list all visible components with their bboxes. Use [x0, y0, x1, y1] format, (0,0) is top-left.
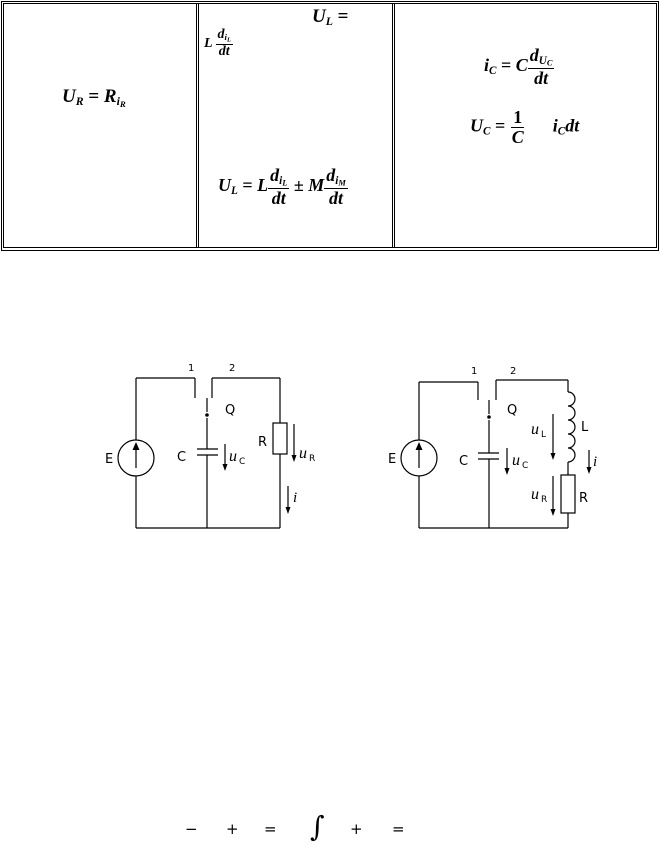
uc-label: u	[512, 452, 520, 469]
minus-sign: −	[185, 820, 198, 838]
ur-label: u	[531, 486, 539, 503]
resistor-voltage-formula: UR = RiR	[62, 86, 126, 109]
resistor-r-label: R	[579, 491, 588, 506]
resistor-r-label: R	[258, 435, 267, 450]
current-i-label: i	[593, 454, 597, 470]
ul-label: u	[531, 421, 539, 438]
inductor-voltage-lhs: UL =	[312, 6, 349, 28]
uc-label: u	[229, 448, 237, 465]
equals-sign: =	[264, 820, 277, 838]
rc-circuit-diagram: 1 2 Q E C u C R u R i	[105, 363, 315, 529]
switch-q-label: Q	[507, 403, 517, 418]
ur-sub-label: R	[309, 454, 315, 464]
current-i-label: i	[293, 490, 297, 506]
mutual-inductance-voltage-formula: UL = L diL dt ± M diM dt	[218, 165, 348, 209]
ur-label: u	[299, 445, 307, 462]
plus-sign: +	[226, 820, 239, 838]
capacitor-c-label: C	[459, 454, 468, 469]
uc-sub-label: C	[522, 461, 528, 471]
equals-sign: =	[392, 820, 405, 838]
node-2-label: 2	[229, 363, 235, 374]
ul-sub-label: L	[541, 430, 546, 440]
capacitor-c-label: C	[177, 450, 186, 465]
capacitor-current-formula: iC = C dUC dt	[484, 45, 555, 89]
ur-sub-label: R	[541, 495, 547, 505]
inductor-voltage-rhs: L diL dt	[204, 27, 233, 60]
source-e-label: E	[388, 452, 396, 467]
capacitor-voltage-formula: UC = 1 C iCdt	[470, 107, 580, 147]
node-1-label: 1	[471, 366, 477, 377]
node-1-label: 1	[188, 363, 194, 374]
source-e-label: E	[105, 452, 113, 467]
rlc-circuit-diagram: 1 2 Q E C u C u L L i u R R	[388, 366, 597, 529]
node-2-label: 2	[510, 366, 516, 377]
plus-sign: +	[350, 820, 363, 838]
uc-sub-label: C	[239, 457, 245, 467]
switch-q-label: Q	[225, 403, 235, 418]
inductor-l-label: L	[581, 420, 589, 435]
integral-sign: ∫	[310, 810, 325, 843]
